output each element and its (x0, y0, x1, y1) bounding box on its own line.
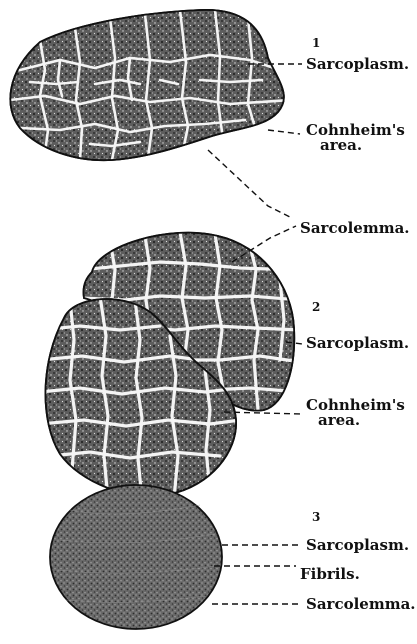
panel-1-cohnheim-label-line2: area. (320, 138, 362, 153)
panel-1-sarcoplasm-label: Sarcoplasm. (306, 57, 409, 72)
fiber-section-1 (10, 10, 290, 160)
panel-3-fibrils-label: Fibrils. (300, 567, 360, 582)
fiber-section-3 (50, 485, 222, 629)
panel-2-number: 2 (312, 300, 320, 314)
panel-2-sarcoplasm-label: Sarcoplasm. (306, 336, 409, 351)
panel-1-number: 1 (312, 36, 320, 50)
fiber-section-2 (40, 232, 300, 500)
sarcolemma-shared-label: Sarcolemma. (300, 221, 410, 236)
panel-3-sarcolemma-label: Sarcolemma. (306, 597, 416, 612)
panel-3-sarcoplasm-label: Sarcoplasm. (306, 538, 409, 553)
panel-3-number: 3 (312, 510, 320, 524)
panel-2-cohnheim-label-line2: area. (318, 413, 360, 428)
